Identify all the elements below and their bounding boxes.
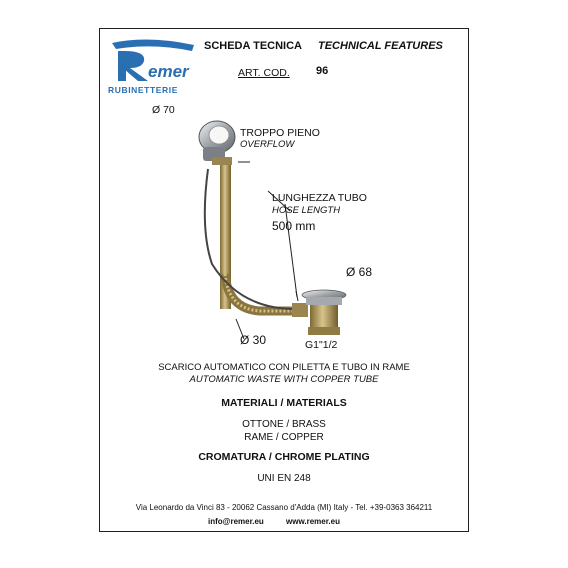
vertical-tube xyxy=(220,159,231,309)
waste-fitting xyxy=(292,289,347,335)
title-italian: SCHEDA TECNICA xyxy=(204,40,302,52)
material-item: RAME / COPPER xyxy=(244,432,324,443)
label-diameter-overflow: Ø 70 xyxy=(152,104,175,116)
flexible-hose xyxy=(220,273,300,316)
art-code-label: ART. COD. xyxy=(238,67,290,79)
description-english: AUTOMATIC WASTE WITH COPPER TUBE xyxy=(189,374,379,385)
label-hose-length: 500 mm xyxy=(272,219,316,233)
label-diameter-waste: Ø 68 xyxy=(346,265,373,279)
overflow-head xyxy=(198,120,236,165)
material-item: OTTONE / BRASS xyxy=(242,419,326,430)
standard-label: UNI EN 248 xyxy=(257,473,311,484)
label-hose-en: HOSE LENGTH xyxy=(272,205,341,216)
art-code-value: 96 xyxy=(316,65,329,77)
label-overflow-it: TROPPO PIENO xyxy=(240,127,320,139)
svg-text:emer: emer xyxy=(148,62,190,81)
plating-heading: CROMATURA / CHROME PLATING xyxy=(198,451,370,463)
company-address: Via Leonardo da Vinci 83 - 20062 Cassano… xyxy=(135,503,433,512)
control-cable xyxy=(203,168,296,310)
remer-logo: emer xyxy=(108,37,200,99)
description-italian: SCARICO AUTOMATICO CON PILETTA E TUBO IN… xyxy=(158,362,410,373)
label-hose-it: LUNGHEZZA TUBO xyxy=(272,192,367,204)
contact-website[interactable]: www.remer.eu xyxy=(286,517,340,526)
materials-heading: MATERIALI / MATERIALS xyxy=(221,397,347,409)
label-thread: G1"1/2 xyxy=(305,339,338,351)
technical-sheet: emer RUBINETTERIE SCHEDA TECNICA TECHNIC… xyxy=(99,28,469,532)
contact-email[interactable]: info@remer.eu xyxy=(208,517,264,526)
label-overflow-en: OVERFLOW xyxy=(240,139,295,150)
product-drawing xyxy=(198,120,347,340)
hose-length-dimension xyxy=(284,203,298,298)
brand-subtitle: RUBINETTERIE xyxy=(108,85,179,95)
title-english: TECHNICAL FEATURES xyxy=(318,40,443,52)
label-diameter-tube: Ø 30 xyxy=(240,333,267,347)
